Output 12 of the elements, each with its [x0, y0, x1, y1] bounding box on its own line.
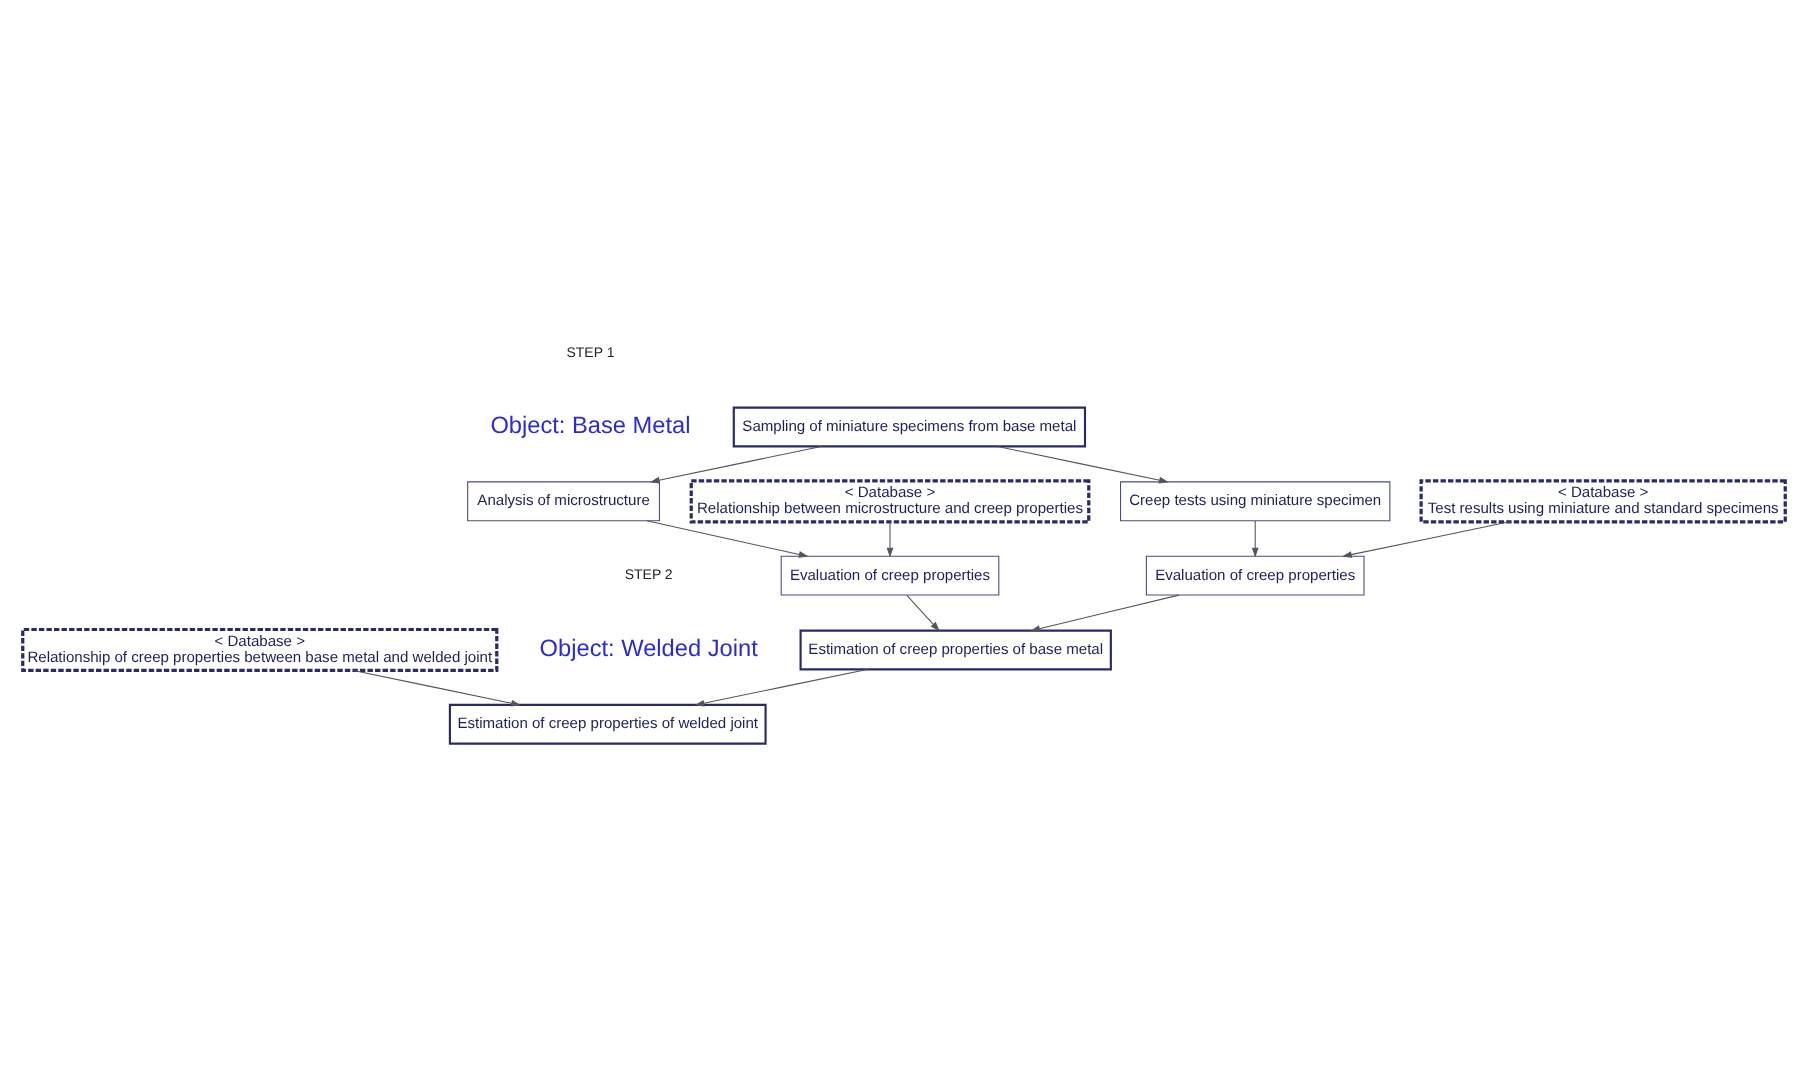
- arrow: [694, 667, 868, 706]
- arrow: [649, 444, 822, 483]
- arrow: [1251, 519, 1259, 557]
- arrow: [1342, 520, 1510, 557]
- arrow: [886, 520, 894, 557]
- arrow: [1030, 593, 1180, 631]
- arrow: [646, 519, 809, 557]
- label: Object: Welded Joint: [539, 633, 758, 661]
- label: Object: Base Metal: [490, 409, 691, 438]
- arrow: [997, 444, 1169, 483]
- arrow: [906, 593, 940, 631]
- arrow: [352, 668, 521, 706]
